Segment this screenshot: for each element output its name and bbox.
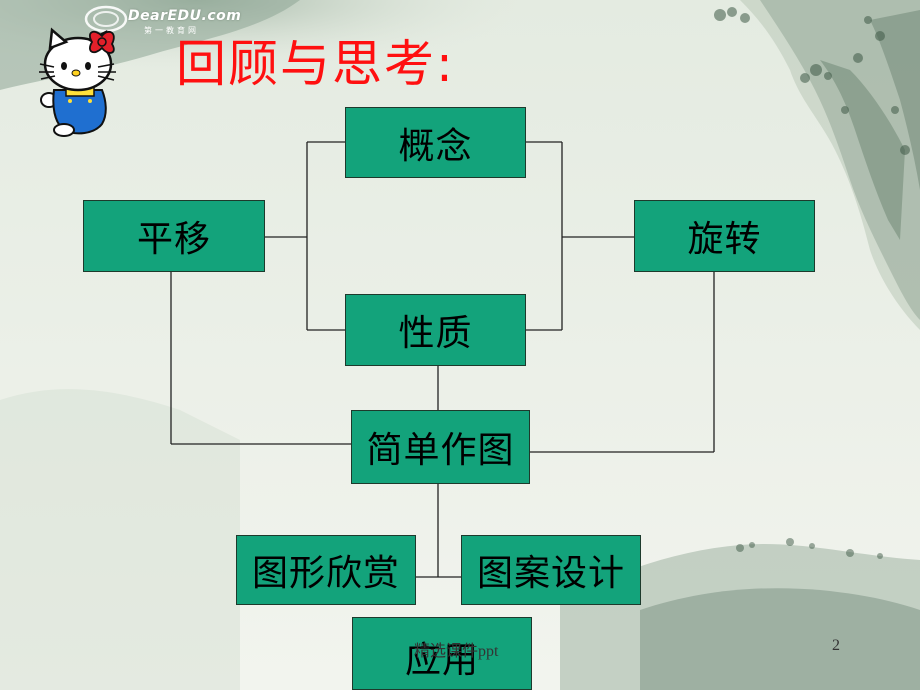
watermark-brand: DearEDU.com xyxy=(128,8,242,24)
node-translation: 平移 xyxy=(83,200,265,272)
node-simple-drawing: 简单作图 xyxy=(351,410,530,484)
hello-kitty-icon xyxy=(39,27,116,137)
node-property: 性质 xyxy=(345,294,526,366)
node-concept: 概念 xyxy=(345,107,526,178)
node-pattern-design: 图案设计 xyxy=(461,535,641,605)
node-application: 应用 xyxy=(352,617,532,690)
watermark-subtitle: 第一教育网 xyxy=(144,26,199,35)
footer-text: 精选课件ppt xyxy=(414,643,499,660)
page-number: 2 xyxy=(832,637,840,654)
node-figure-appreciation: 图形欣赏 xyxy=(236,535,416,605)
node-rotation: 旋转 xyxy=(634,200,815,272)
slide-title: 回顾与思考: xyxy=(176,35,455,93)
